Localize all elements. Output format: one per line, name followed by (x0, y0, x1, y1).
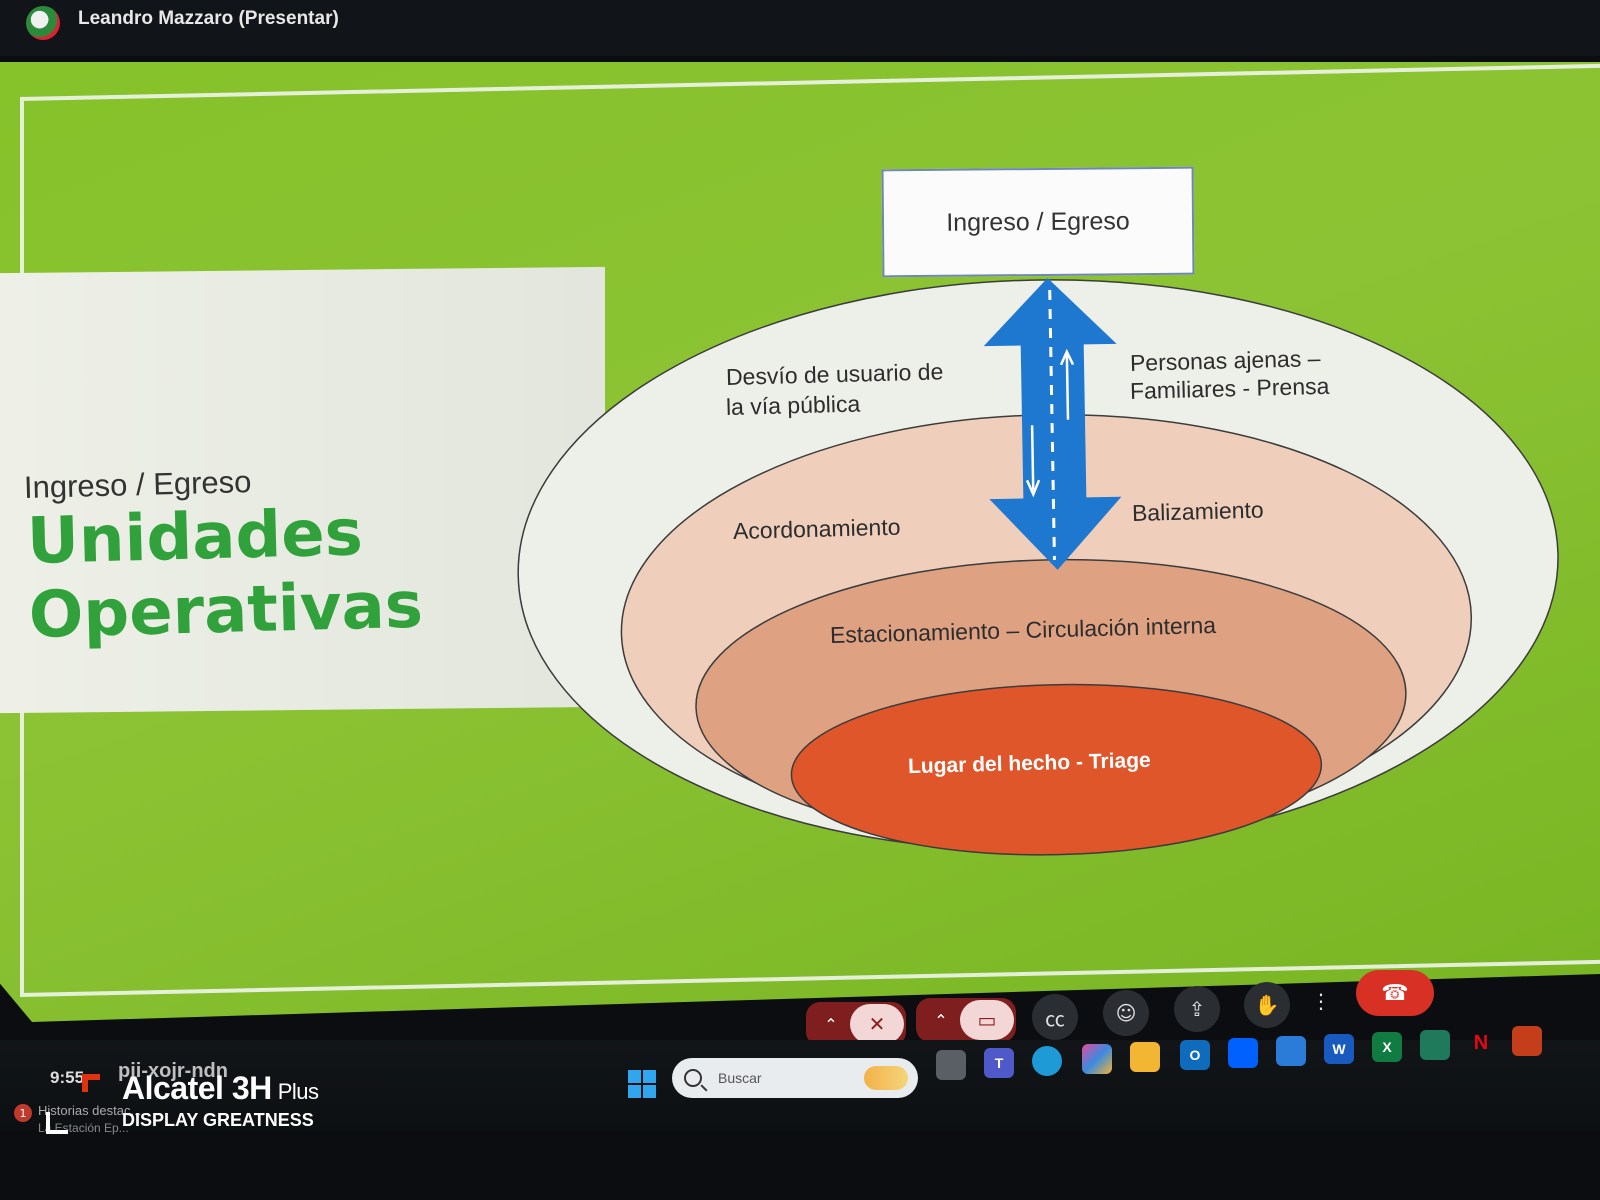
emoji-icon[interactable]: ☺ (1103, 990, 1149, 1036)
ring2-right-label: Balizamiento (1131, 496, 1264, 526)
more-options-icon[interactable]: ⋮ (1311, 989, 1331, 1013)
copilot-icon[interactable] (1082, 1044, 1112, 1074)
netflix-icon[interactable]: N (1473, 1031, 1489, 1054)
task-view-icon[interactable] (936, 1050, 966, 1080)
present-screen-icon[interactable]: ⇪ (1174, 986, 1220, 1032)
mic-control-group: ⌃ ✕ (806, 1002, 906, 1046)
cc-icon[interactable]: ㏄ (1032, 994, 1078, 1040)
camera-off-icon[interactable]: ▭ (960, 1000, 1014, 1040)
file-explorer-icon[interactable] (1130, 1042, 1160, 1072)
presenter-name: Leandro Mazzaro (Presentar) (78, 8, 339, 29)
search-placeholder: Buscar (718, 1070, 762, 1086)
camera-options-chevron-icon[interactable]: ⌃ (934, 1010, 948, 1030)
core-ring (790, 683, 1323, 856)
notes-icon[interactable] (1420, 1030, 1450, 1060)
mic-options-chevron-icon[interactable]: ⌃ (824, 1014, 838, 1034)
watermark-brand-suffix: Plus (277, 1079, 319, 1104)
raise-hand-icon[interactable]: ✋ (1244, 982, 1290, 1028)
watermark-brand-name: Alcatel 3H (122, 1070, 272, 1106)
news-headline[interactable]: Historias destac... (38, 1103, 142, 1118)
edge-icon[interactable] (1032, 1046, 1062, 1076)
clock: 9:55 (50, 1068, 85, 1087)
double-arrow-icon (983, 278, 1122, 570)
camera-control-group: ⌃ ▭ (916, 998, 1016, 1042)
ring2-left-label: Acordonamiento (732, 513, 901, 544)
outer-left-line1: Desvío de usuario de (725, 358, 944, 390)
outer-left-line2: la vía pública (725, 390, 861, 420)
search-icon (684, 1069, 702, 1087)
outlook-icon[interactable]: O (1180, 1040, 1210, 1070)
activity-icon[interactable] (1276, 1036, 1306, 1066)
word-icon[interactable]: W (1324, 1034, 1354, 1064)
dropbox-icon[interactable] (1228, 1038, 1258, 1068)
presenter-bar: Leandro Mazzaro (Presentar) (0, 0, 1600, 56)
taskbar-search-input[interactable]: Buscar (672, 1058, 918, 1098)
alcatel-logo-icon (46, 1112, 68, 1134)
watermark-tagline: DISPLAY GREATNESS (122, 1110, 314, 1130)
powerpoint-icon[interactable] (1512, 1026, 1542, 1056)
windows-start-icon[interactable] (628, 1070, 656, 1098)
presenter-avatar (26, 6, 60, 40)
search-highlight-icon (864, 1066, 908, 1090)
recording-badge-icon (82, 1074, 100, 1092)
outer-right-line2: Familiares - Prensa (1129, 372, 1330, 404)
news-badge: 1 (14, 1104, 32, 1122)
excel-icon[interactable]: X (1372, 1032, 1402, 1062)
teams-icon[interactable]: T (984, 1048, 1014, 1078)
mic-off-icon[interactable]: ✕ (850, 1004, 904, 1044)
meeting-code: pji-xojr-ndn (118, 1060, 228, 1082)
ingreso-egreso-box: Ingreso / Egreso (881, 166, 1195, 278)
ingreso-egreso-label: Ingreso / Egreso (946, 207, 1130, 237)
hang-up-icon[interactable]: ☎ (1356, 970, 1434, 1016)
outer-right-line1: Personas ajenas – (1129, 345, 1321, 376)
